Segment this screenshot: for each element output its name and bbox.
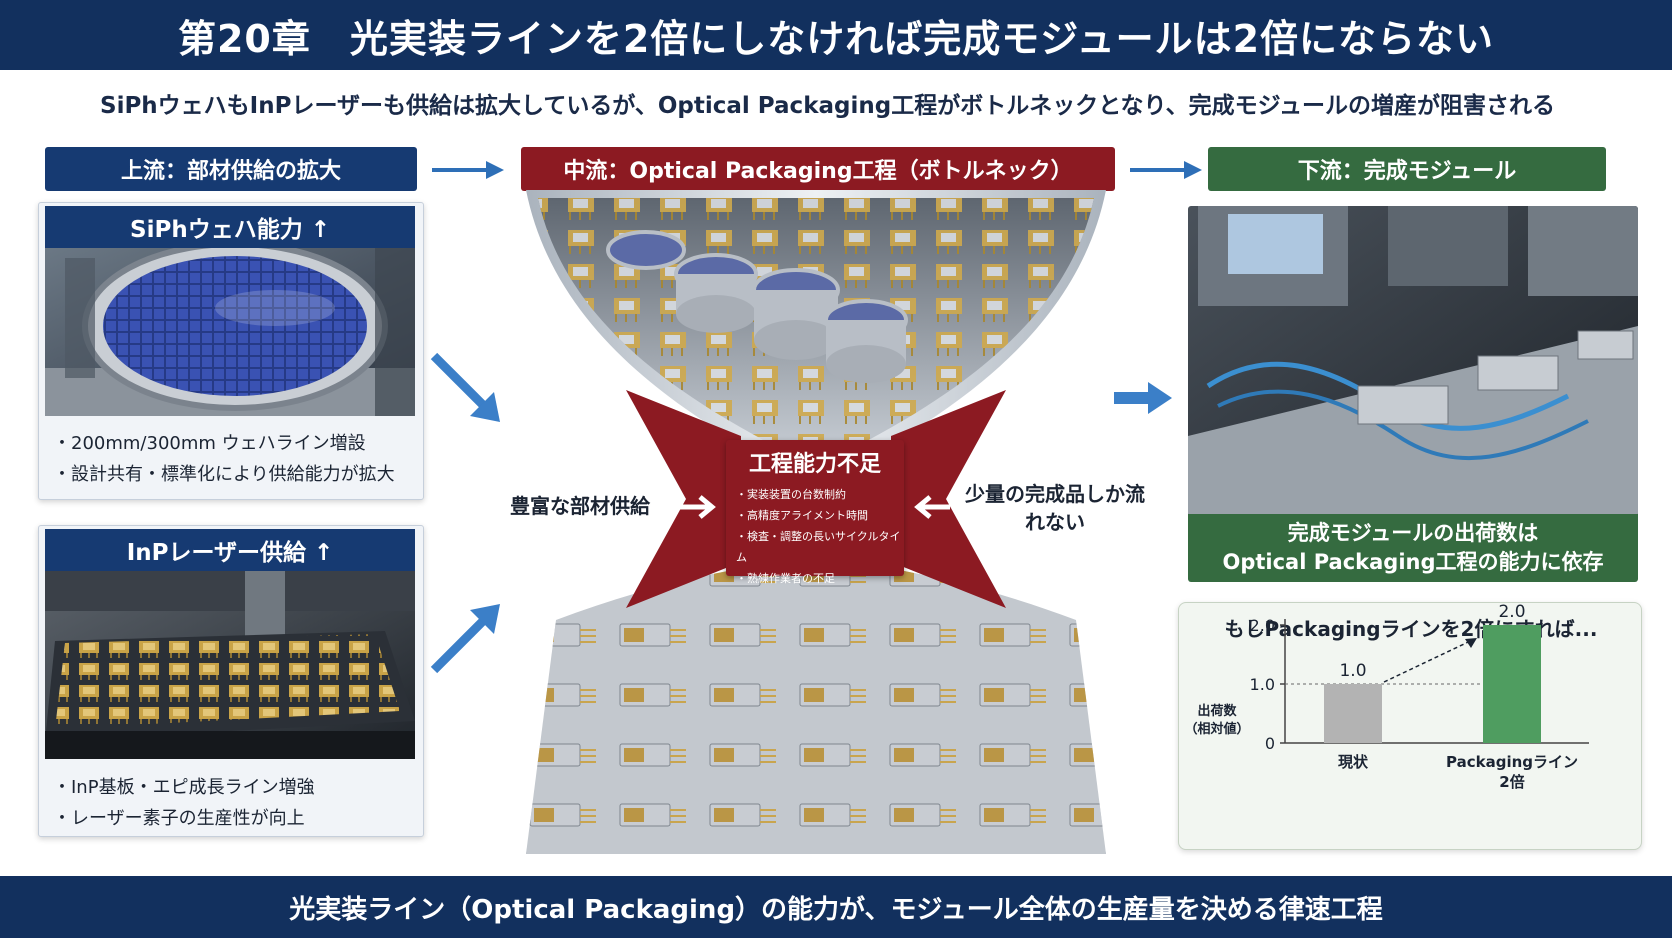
siph-card-heading: SiPhウェハ能力 ↑: [45, 206, 415, 248]
x-tick-label: Packagingライン: [1446, 753, 1578, 771]
data-label: 2.0: [1498, 603, 1525, 622]
growth-arrow: [1383, 639, 1474, 683]
caption-line-1: 完成モジュールの出荷数は: [1287, 521, 1539, 545]
arrow-up-right-icon: [430, 604, 500, 674]
x-tick-label: 2倍: [1499, 773, 1524, 791]
data-label: 1.0: [1339, 661, 1366, 681]
shortage-cause-list: 実装装置の台数制約 高精度アライメント時間 検査・調整の長いサイクルタイム 熟練…: [736, 484, 904, 589]
slide-title: 第20章 光実装ラインを2倍にしなければ完成モジュールは2倍にならない: [0, 0, 1672, 70]
slide-footer: 光実装ライン（Optical Packaging）の能力が、モジュール全体の生産…: [0, 876, 1672, 938]
caption-line-2: Optical Packaging工程の能力に依存: [1222, 550, 1604, 574]
list-item: 検査・調整の長いサイクルタイム: [736, 526, 904, 568]
list-item: 熟練作業者の不足: [736, 568, 904, 589]
capacity-shortage-title: 工程能力不足: [748, 452, 881, 477]
slide-subtitle: SiPhウェハもInPレーザーも供給は拡大しているが、Optical Packa…: [100, 93, 1555, 119]
siph-wafer-image: [45, 248, 415, 416]
y-tick-label: 2.0: [1250, 616, 1275, 635]
y-axis-label-line2: （相対値）: [1184, 721, 1249, 737]
siph-bullet-list: 200mm/300mm ウェハライン増設 設計共有・標準化により供給能力が拡大: [53, 428, 395, 490]
arrow-left-icon: [914, 495, 950, 519]
arrow-right-icon: [680, 495, 716, 519]
shipment-dependency-caption: 完成モジュールの出荷数は Optical Packaging工程の能力に依存: [1188, 514, 1638, 582]
y-tick-label: 1.0: [1250, 675, 1275, 694]
inp-card-heading: InPレーザー供給 ↑: [45, 529, 415, 571]
arrow-right-icon: [1130, 161, 1202, 179]
inp-supply-card: InPレーザー供給 ↑ InP基板・エ: [38, 525, 424, 837]
hourglass-illustration: [516, 190, 1116, 854]
siph-capacity-card: SiPhウェハ能力 ↑ 200mm/300mm ウェハライン増設 設計共有・標準…: [38, 202, 424, 500]
few-products-label: 少量の完成品しか流れない: [965, 482, 1145, 534]
list-item: 設計共有・標準化により供給能力が拡大: [53, 459, 395, 490]
abundant-supply-label: 豊富な部材供給: [510, 494, 650, 518]
capacity-shortage-box: 工程能力不足 実装装置の台数制約 高精度アライメント時間 検査・調整の長いサイク…: [726, 440, 904, 585]
arrow-right-icon: [1114, 382, 1172, 414]
growth-arrowhead: [1465, 637, 1477, 648]
bar-chart: 出荷数 （相対値） 0 1.0 2.0 1.0 2.0 現状 Packagingライン 2倍: [1184, 603, 1589, 791]
x-tick-label: 現状: [1338, 753, 1369, 771]
arrow-down-right-icon: [430, 352, 500, 422]
list-item: 高精度アライメント時間: [736, 505, 904, 526]
list-item: 200mm/300mm ウェハライン増設: [53, 428, 395, 459]
inp-bullet-list: InP基板・エピ成長ライン増強 レーザー素子の生産性が向上: [53, 772, 315, 834]
midstream-label: 中流：Optical Packaging工程（ボトルネック）: [521, 147, 1115, 191]
list-item: 実装装置の台数制約: [736, 484, 904, 505]
inp-laser-image: [45, 571, 415, 759]
y-tick-label: 0: [1265, 734, 1275, 753]
list-item: レーザー素子の生産性が向上: [53, 803, 315, 834]
upstream-label: 上流：部材供給の拡大: [45, 147, 417, 191]
y-axis-label-line1: 出荷数: [1197, 703, 1237, 719]
list-item: InP基板・エピ成長ライン増強: [53, 772, 315, 803]
arrow-right-icon: [432, 161, 504, 179]
module-production-photo: [1188, 206, 1638, 516]
downstream-label: 下流：完成モジュール: [1208, 147, 1606, 191]
bar: [1483, 625, 1541, 743]
bar: [1324, 684, 1382, 743]
